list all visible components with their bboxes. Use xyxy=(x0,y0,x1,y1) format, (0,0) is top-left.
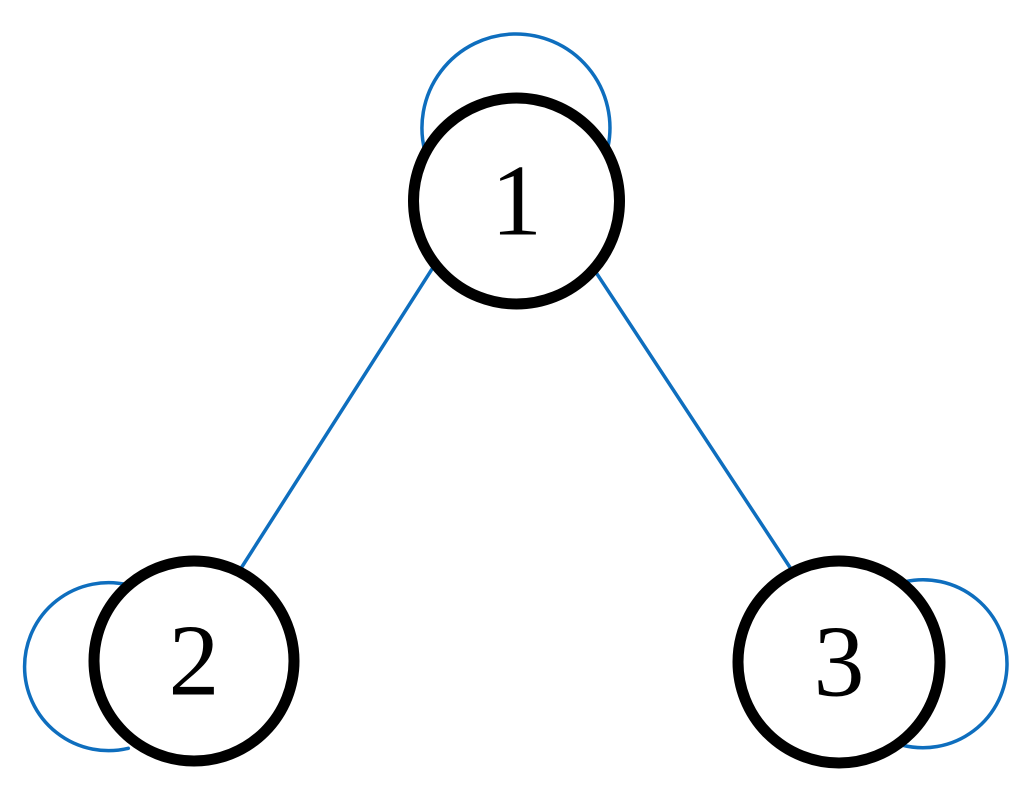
nodes-layer: 1 2 3 xyxy=(88,92,946,769)
node-circle-3 xyxy=(732,555,946,769)
self-loop-1 xyxy=(420,32,612,154)
node-label-2: 2 xyxy=(169,605,220,718)
edge-1-2 xyxy=(236,259,439,575)
self-loop-2 xyxy=(22,580,131,753)
node-circle-2 xyxy=(88,555,300,767)
edge-1-3 xyxy=(591,266,794,572)
self-loop-3 xyxy=(899,578,1009,750)
node-circle-1 xyxy=(408,92,625,310)
node-label-3: 3 xyxy=(814,606,865,719)
edges-layer xyxy=(236,259,794,575)
node-label-1: 1 xyxy=(491,145,542,258)
self-loops-layer xyxy=(22,32,1009,753)
